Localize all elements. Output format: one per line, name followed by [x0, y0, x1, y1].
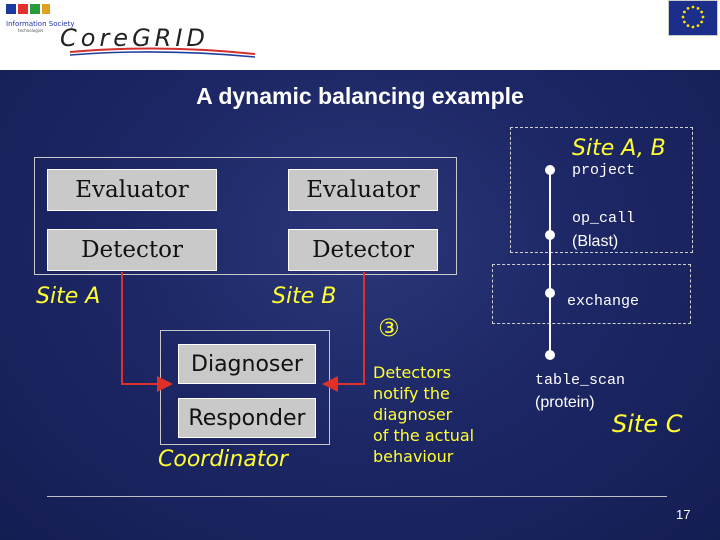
site-b-dashed-group [492, 264, 691, 324]
site-b-label: Site B [272, 284, 337, 309]
arrow-site-b-to-diagnoser [322, 272, 365, 392]
coregrid-logo: CoreGRID [60, 24, 256, 58]
logo-square-icon [18, 4, 28, 14]
step-note-line: notify the [373, 384, 450, 403]
evaluator-site-b: Evaluator [288, 169, 438, 211]
step-note-line: Detectors [373, 363, 452, 382]
timeline-line [549, 170, 551, 355]
detector-site-a: Detector [47, 229, 217, 271]
step-note-line: behaviour [373, 447, 454, 466]
timeline-dot [545, 288, 555, 298]
timeline-item-op-call-detail: (Blast) [572, 233, 619, 250]
footer-divider [47, 496, 667, 497]
information-society-logo: Information Society technologies [4, 2, 74, 33]
header-bar: Information Society technologies CoreGRI… [0, 0, 720, 70]
logo-subtext: technologies [18, 28, 44, 33]
coordinator-label: Coordinator [158, 447, 288, 472]
diagnoser-panel: Diagnoser [178, 344, 316, 384]
detector-site-b: Detector [288, 229, 438, 271]
logo-square-icon [30, 4, 40, 14]
site-ab-box [34, 157, 457, 275]
timeline-item-op-call: op_call [572, 210, 636, 227]
timeline-item-project: project [572, 162, 636, 179]
step-note-line: of the actual [373, 426, 475, 445]
timeline-item-exchange: exchange [567, 293, 640, 310]
site-c-label: Site C [612, 410, 683, 438]
eu-flag-icon [668, 0, 718, 36]
site-a-label: Site A [36, 284, 101, 309]
responder-panel: Responder [178, 398, 316, 438]
evaluator-site-a: Evaluator [47, 169, 217, 211]
timeline-item-table-scan: table_scan [535, 372, 626, 389]
logo-square-icon [42, 4, 50, 14]
site-ab-label: Site A, B [572, 136, 666, 161]
site-ab-dashed-group [510, 127, 693, 253]
page-number: 17 [676, 507, 691, 522]
logo-text: Information Society [6, 20, 75, 28]
logo-square-icon [6, 4, 16, 14]
arrow-site-a-to-diagnoser [121, 272, 173, 392]
coregrid-wordmark: CoreGRID [60, 24, 209, 52]
timeline-item-table-scan-detail: (protein) [535, 394, 595, 411]
step-note-line: diagnoser [373, 405, 453, 424]
timeline-dot [545, 165, 555, 175]
slide-title: A dynamic balancing example [196, 83, 524, 109]
timeline-dot [545, 350, 555, 360]
timeline-dot [545, 230, 555, 240]
step-number: ③ [378, 314, 400, 342]
